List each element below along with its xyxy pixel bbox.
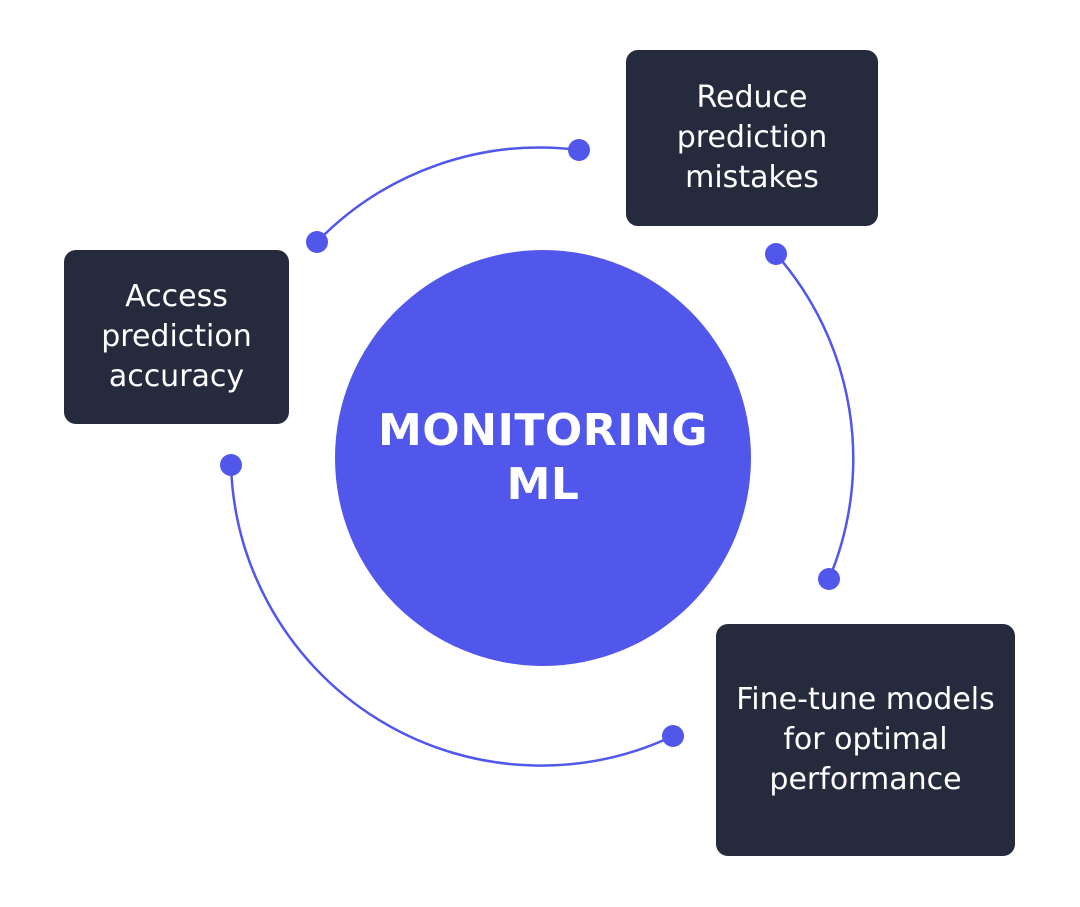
arc-endpoint-dot bbox=[818, 568, 840, 590]
step-box-access-accuracy: Access prediction accuracy bbox=[64, 250, 289, 424]
arc-endpoint-dot bbox=[220, 454, 242, 476]
monitoring-hub-circle: MONITORING ML bbox=[335, 250, 751, 666]
arc-finetune-to-access bbox=[229, 464, 674, 767]
step-box-fine-tune-models: Fine-tune models for optimal performance bbox=[716, 624, 1015, 856]
step-label: Access prediction accuracy bbox=[101, 279, 252, 394]
hub-label: MONITORING ML bbox=[378, 404, 708, 510]
step-label: Fine-tune models for optimal performance bbox=[736, 682, 995, 797]
arc-reduce-to-finetune bbox=[775, 253, 855, 580]
arc-endpoint-dot bbox=[765, 243, 787, 265]
arc-endpoint-dot bbox=[662, 725, 684, 747]
arc-endpoint-dot bbox=[306, 231, 328, 253]
step-label: Reduce prediction mistakes bbox=[676, 80, 828, 195]
step-box-reduce-mistakes: Reduce prediction mistakes bbox=[626, 50, 878, 226]
arc-access-to-reduce bbox=[316, 146, 580, 243]
arc-endpoint-dot bbox=[568, 139, 590, 161]
